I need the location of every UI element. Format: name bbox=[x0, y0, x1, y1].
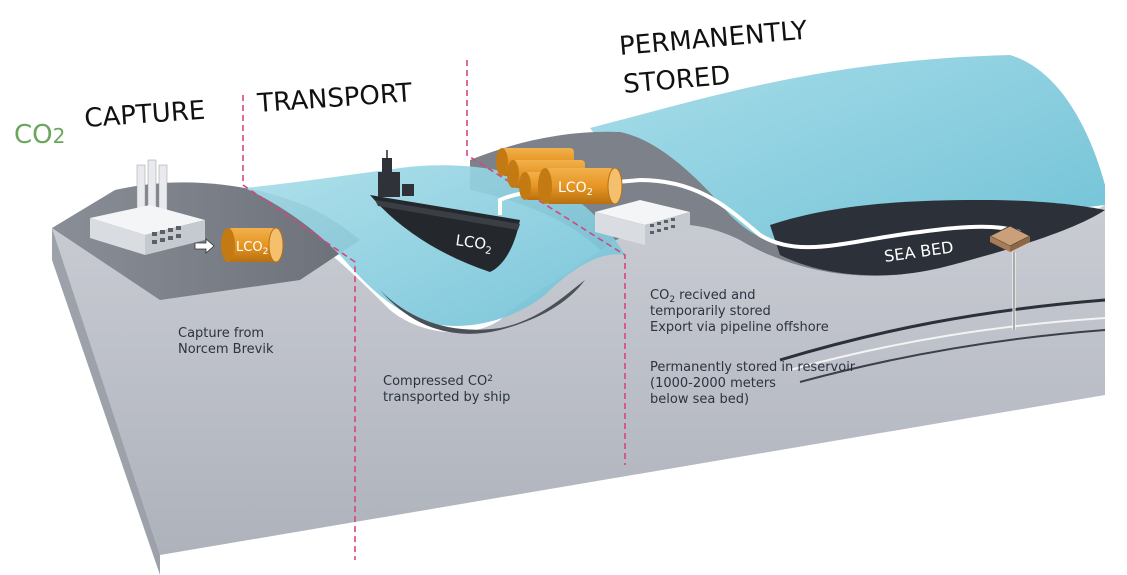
desc-reservoir-1: Permanently stored in reservoir bbox=[650, 360, 856, 375]
wellhead-icon bbox=[989, 225, 1031, 330]
desc-reservoir-2: (1000-2000 meters bbox=[650, 376, 776, 391]
stage-title-stored: STORED bbox=[622, 61, 732, 100]
stage-title-co2: CO2 bbox=[14, 120, 65, 150]
desc-reservoir-3: below sea bed) bbox=[650, 392, 749, 407]
desc-capture-2: Norcem Brevik bbox=[178, 342, 274, 357]
capture-tank bbox=[221, 227, 284, 263]
block-left-face bbox=[52, 228, 160, 575]
stage-title-permanently: PERMANENTLY bbox=[618, 16, 809, 62]
strata-line-3 bbox=[799, 329, 1106, 383]
sea-bed-floor bbox=[770, 200, 1105, 276]
block-front-face bbox=[52, 205, 1105, 555]
stage-title-transport: TRANSPORT bbox=[255, 78, 413, 119]
desc-received-1: CO2 recived and bbox=[650, 288, 756, 305]
stage-title-capture: CAPTURE bbox=[83, 96, 206, 134]
desc-received-2: temporarily stored bbox=[650, 304, 771, 319]
desc-received-3: Export via pipeline offshore bbox=[650, 320, 829, 335]
capture-tank-label: LCO2 bbox=[236, 240, 268, 257]
strata-line-2 bbox=[789, 317, 1106, 371]
storage-tanks bbox=[496, 148, 623, 205]
divider-capture-transport bbox=[242, 95, 356, 560]
strata-line-1 bbox=[779, 298, 1106, 362]
ship-label: LCO2 bbox=[454, 231, 494, 257]
ship-icon bbox=[370, 150, 520, 272]
storage-tank-label: LCO2 bbox=[558, 180, 593, 198]
desc-transport-2: transported by ship bbox=[383, 390, 510, 405]
terminal-building bbox=[595, 200, 690, 245]
factory-icon bbox=[90, 159, 215, 255]
desc-capture-1: Capture from bbox=[178, 326, 264, 341]
desc-transport-1: Compressed CO2 bbox=[383, 374, 493, 389]
